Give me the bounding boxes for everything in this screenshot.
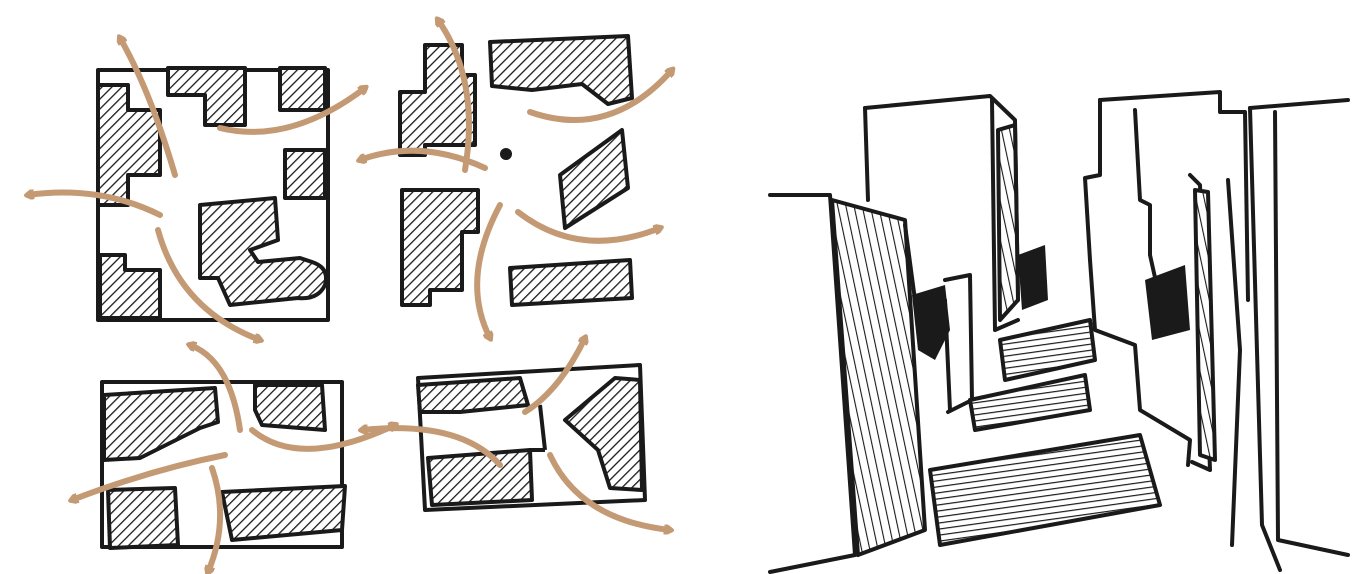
arrow <box>527 70 672 123</box>
arrow <box>474 202 503 338</box>
building-block <box>198 196 329 307</box>
building-block <box>416 376 530 414</box>
building-block <box>253 383 327 432</box>
low-block <box>998 318 1097 382</box>
building-block <box>488 34 634 106</box>
building-block <box>400 188 480 307</box>
arrow <box>547 452 670 530</box>
arrow <box>438 20 472 173</box>
block-right-hatched <box>1193 188 1217 462</box>
block-center-hatched <box>996 123 1020 322</box>
block-center-side <box>990 98 1020 332</box>
building-block <box>166 66 247 127</box>
far-right-face <box>1273 110 1350 557</box>
wall-left-outline <box>768 193 857 574</box>
plan-top-left <box>96 66 330 322</box>
building-block <box>563 376 644 492</box>
building-block <box>283 148 327 200</box>
arrow <box>208 465 224 574</box>
building-block <box>102 386 220 462</box>
block-center-edge <box>863 106 870 202</box>
arrow <box>360 147 488 171</box>
building-block <box>398 43 477 157</box>
low-block <box>968 373 1092 432</box>
block-right-inner <box>1133 108 1162 302</box>
arrow <box>217 88 365 135</box>
block-right-top <box>1098 90 1250 302</box>
building-block <box>278 66 327 112</box>
plan-bottom-left <box>100 380 347 550</box>
front-slab <box>928 433 1162 547</box>
arrow <box>515 209 660 244</box>
arrow <box>362 428 503 468</box>
plan-line <box>538 404 547 451</box>
building-block <box>98 253 162 320</box>
far-right-edge <box>1248 106 1282 572</box>
arrow <box>522 338 585 415</box>
arrow <box>28 193 163 218</box>
plan-outline <box>100 380 344 549</box>
courtyard-perspective-sketch <box>768 90 1350 574</box>
arrow <box>155 227 260 340</box>
far-right-top <box>1248 98 1350 110</box>
building-block <box>508 258 634 307</box>
building-block <box>96 83 162 207</box>
circulation-arrows <box>28 20 672 574</box>
arrow <box>72 452 228 500</box>
plan-top-right <box>398 34 634 307</box>
arrow <box>190 345 243 433</box>
building-block <box>106 486 180 550</box>
inner-wall <box>943 273 974 414</box>
building-block <box>426 448 534 507</box>
point-marker <box>500 148 512 160</box>
arrow <box>120 38 178 178</box>
block-right-front <box>1083 98 1192 467</box>
wall-left-hatched <box>830 198 927 557</box>
building-block <box>220 484 347 542</box>
shadow <box>1145 265 1190 340</box>
building-block <box>558 128 630 230</box>
arrow <box>249 425 395 452</box>
far-right-pier <box>1226 178 1242 547</box>
shadow <box>1018 245 1048 310</box>
shadow <box>912 285 950 360</box>
